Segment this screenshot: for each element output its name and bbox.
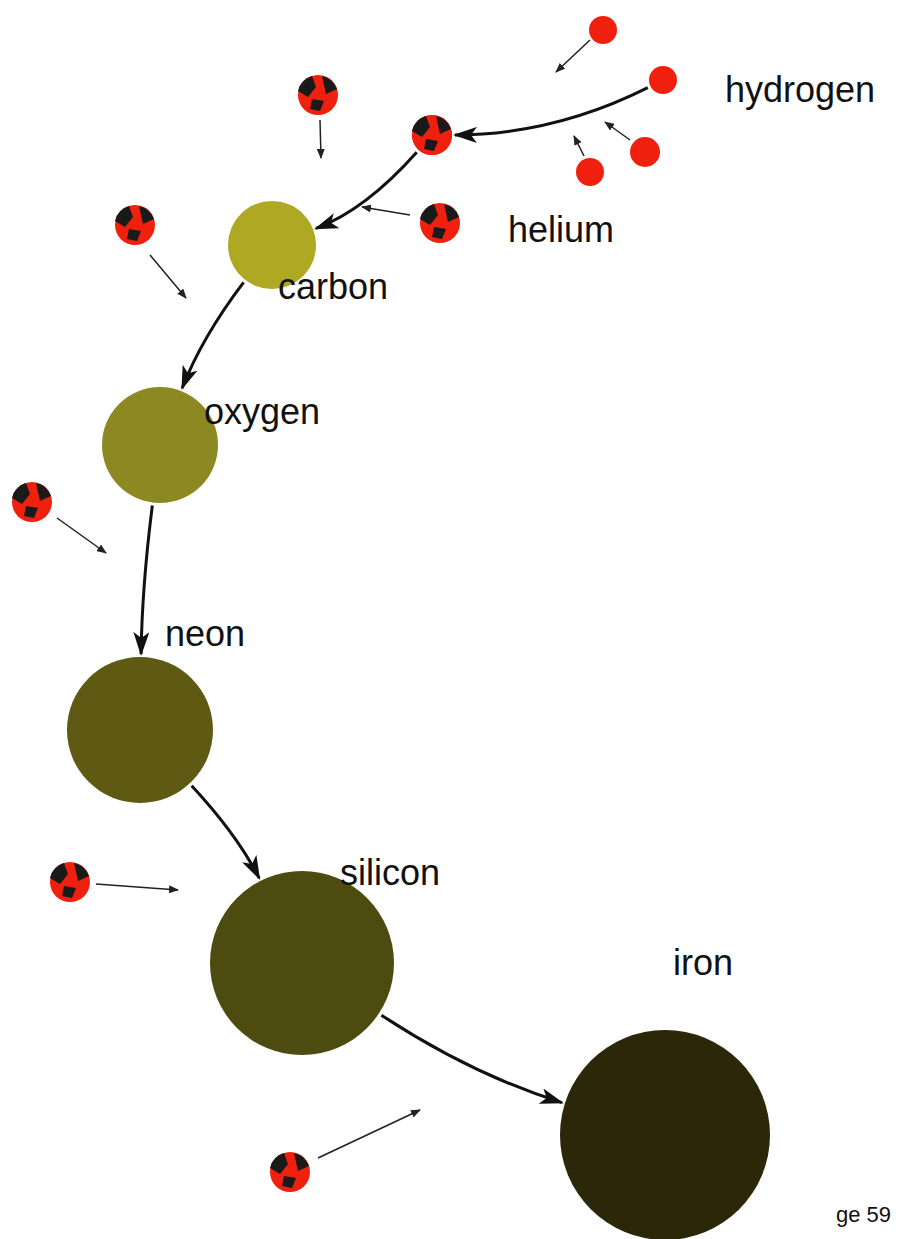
element-circle: neon [67, 657, 213, 803]
element-label: oxygen [204, 394, 320, 430]
element-circle: carbon [228, 201, 316, 289]
element-circle: oxygen [102, 387, 218, 503]
nucleus-shape [102, 387, 218, 503]
element-label: helium [508, 212, 614, 248]
fusion-arrow [182, 282, 243, 388]
element-label: hydrogen [725, 72, 875, 108]
element-label: silicon [340, 855, 440, 891]
nucleus-shape [412, 115, 452, 155]
nucleus-shape [560, 1030, 770, 1239]
element-circle: silicon [210, 871, 394, 1055]
fusion-arrow [381, 1015, 562, 1103]
element-label: neon [165, 616, 245, 652]
element-circle: helium [412, 115, 452, 155]
nucleus-shape [67, 657, 213, 803]
nucleus-shape [210, 871, 394, 1055]
fusion-arrow [141, 506, 152, 654]
fusion-arrow [316, 152, 417, 228]
nucleus-shape [649, 66, 677, 94]
element-circle: hydrogen [649, 66, 677, 94]
fusion-arrow [455, 88, 648, 135]
element-label: iron [673, 945, 733, 981]
element-label: carbon [278, 269, 388, 305]
element-circle: iron [560, 1030, 770, 1239]
fusion-arrow [192, 786, 260, 878]
page-number: ge 59 [836, 1204, 891, 1226]
